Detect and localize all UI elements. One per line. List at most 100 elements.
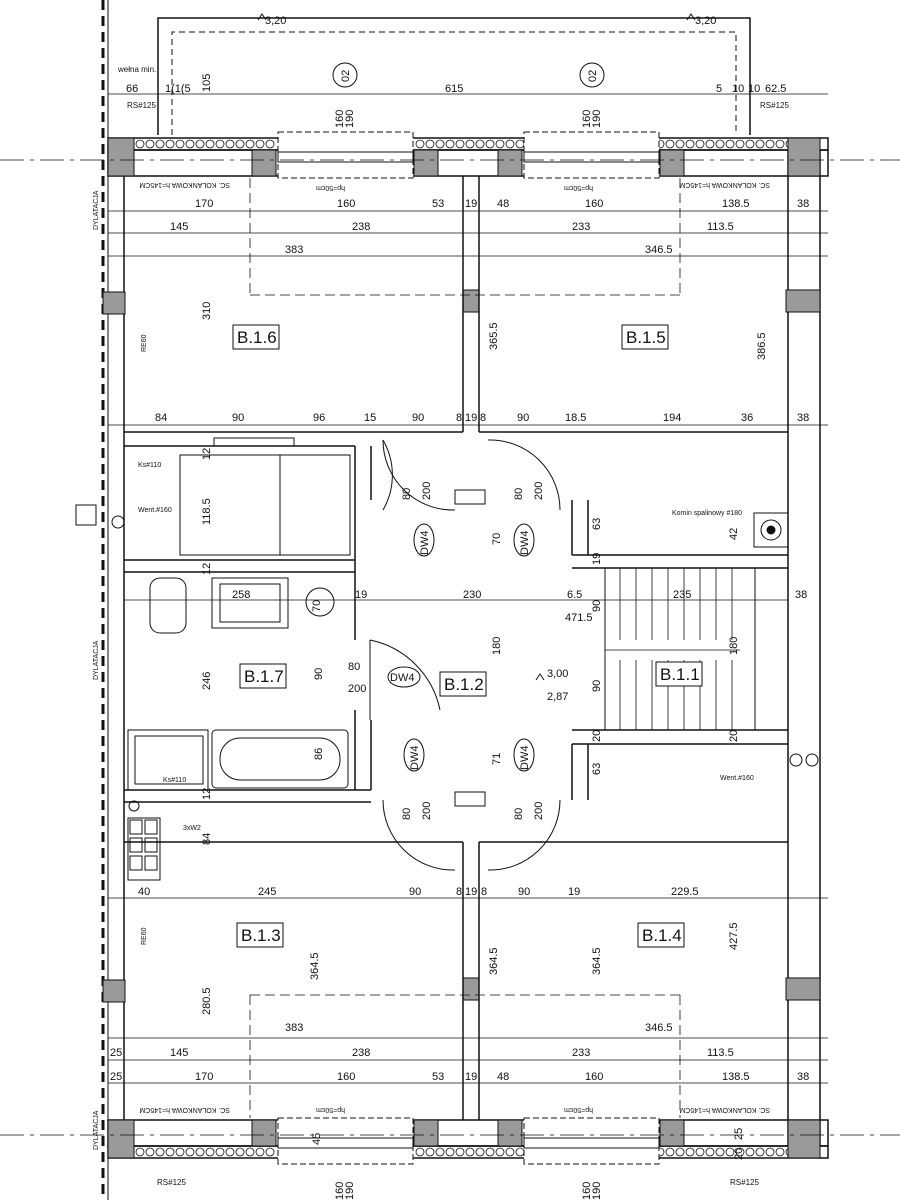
dimension-value: 8 [456, 412, 462, 424]
kneewall-label: SC. KOLANKOWA h=145CM [139, 1106, 230, 1113]
roof-lines [0, 159, 900, 1136]
room-b14: B.1.4 [642, 926, 682, 945]
doors [369, 439, 561, 871]
dimension-value: 38 [795, 589, 807, 601]
dimension-value: 45 [311, 1133, 323, 1145]
dimension-value: 25 [110, 1071, 122, 1083]
dimension-value: 90 [591, 680, 603, 692]
dimension-value: 365.5 [488, 322, 500, 350]
dimension-value: 113.5 [707, 221, 734, 233]
dimension-value: 19 [355, 589, 367, 601]
vent-label: Went.#160 [720, 775, 754, 782]
door-label: DW4 [390, 672, 414, 684]
dimension-value: 190 [344, 110, 356, 128]
dimension-value: 233 [572, 1047, 590, 1059]
dimension-value: 80 [401, 488, 413, 500]
window-label: 02 [587, 70, 599, 82]
door-label: DW4 [519, 531, 531, 555]
insulation-dot [135, 1147, 145, 1157]
dimension-value: 19 [465, 412, 477, 424]
dimension-value: 238 [352, 1047, 370, 1059]
insulation-dot [725, 1147, 735, 1157]
dimension-value: 90 [232, 412, 244, 424]
insulation-dot [665, 1147, 675, 1157]
room-b17: B.1.7 [244, 667, 284, 686]
dimension-value: 53 [432, 1071, 444, 1083]
dimension-value: 10 [732, 83, 744, 95]
misc-labels: RS#125 RS#125 RS#125 RS#125 wełna min. D… [93, 65, 789, 1187]
insulation-dot [755, 139, 765, 149]
insulation-dot [475, 139, 485, 149]
rs-label: RS#125 [760, 101, 789, 110]
sill-label: hp=50cm [564, 1106, 593, 1113]
dimension-value: 170 [195, 1071, 213, 1083]
door-label: DW4 [519, 746, 531, 770]
room-b16: B.1.6 [237, 328, 277, 347]
dimension-value: 145 [170, 221, 188, 233]
insulation-dot [415, 139, 425, 149]
ducts [75, 504, 819, 881]
rs-label: RS#125 [730, 1178, 759, 1187]
level-upper: 3,20 [695, 15, 716, 27]
insulation-dot [705, 1147, 715, 1157]
dimension-value: 383 [285, 244, 303, 256]
dimension-value: 63 [591, 518, 603, 530]
sill-label: hp=50cm [316, 1106, 345, 1113]
dimension-value: 86 [313, 748, 325, 760]
insulation-dot [185, 139, 195, 149]
insulation-dot [195, 1147, 205, 1157]
dimension-value: 70 [491, 533, 503, 545]
fire-rating-label: RE60 [141, 334, 148, 352]
dimension-value: 18.5 [565, 412, 586, 424]
kneewall-label: SC. KOLANKOWA h=145CM [679, 181, 770, 188]
insulation-dot [465, 1147, 475, 1157]
insulation-dot [185, 1147, 195, 1157]
insulation-dot [745, 139, 755, 149]
insulation-dot [255, 139, 265, 149]
door-labels: DW4 DW4 DW4 DW4 DW4 [387, 523, 535, 772]
room-b12: B.1.2 [444, 675, 484, 694]
dimension-value: 80 [513, 488, 525, 500]
dimension-value: 471.5 [565, 612, 593, 624]
dimension-value: 160 [581, 1182, 593, 1200]
insulation-dot [755, 1147, 765, 1157]
dimension-value: 8 [456, 886, 462, 898]
dimension-value: 25 [733, 1128, 745, 1140]
dimension-value: 194 [663, 412, 681, 424]
dimension-value: 245 [258, 886, 276, 898]
dimension-value: 90 [517, 412, 529, 424]
dimension-value: 310 [201, 302, 213, 320]
sill-label: hp=50cm [316, 184, 345, 191]
column-posts [102, 137, 821, 1159]
insulation-dot [745, 1147, 755, 1157]
insulation-dot [265, 1147, 275, 1157]
room-b11: B.1.1 [660, 665, 700, 684]
dimension-value: 90 [591, 600, 603, 612]
dimension-value: 19 [568, 886, 580, 898]
dimension-value: 19 [465, 886, 477, 898]
dimension-value: 80 [348, 661, 360, 673]
insulation-dot [195, 139, 205, 149]
dimension-value: 25 [110, 1047, 122, 1059]
dimension-value: 235 [673, 589, 691, 601]
window-label: 02 [340, 70, 352, 82]
dimension-value: 190 [591, 110, 603, 128]
dimension-value: 90 [313, 668, 325, 680]
dimension-value: 42 [728, 528, 740, 540]
dimension-value: 71 [491, 753, 503, 765]
room-b15: B.1.5 [626, 328, 666, 347]
dimension-value: 38 [797, 412, 809, 424]
insulation-dot [255, 1147, 265, 1157]
dimension-value: 8 [480, 412, 486, 424]
insulation-dot [495, 1147, 505, 1157]
dimension-value: 170 [195, 198, 213, 210]
dimension-value: 12 [201, 448, 213, 460]
dimension-value: 6.5 [567, 589, 582, 601]
insulation-dot [415, 1147, 425, 1157]
insulation-dot [445, 1147, 455, 1157]
dimension-value: 138.5 [722, 198, 750, 210]
insulation-dot [505, 1147, 515, 1157]
dimension-value: 70 [311, 600, 323, 612]
